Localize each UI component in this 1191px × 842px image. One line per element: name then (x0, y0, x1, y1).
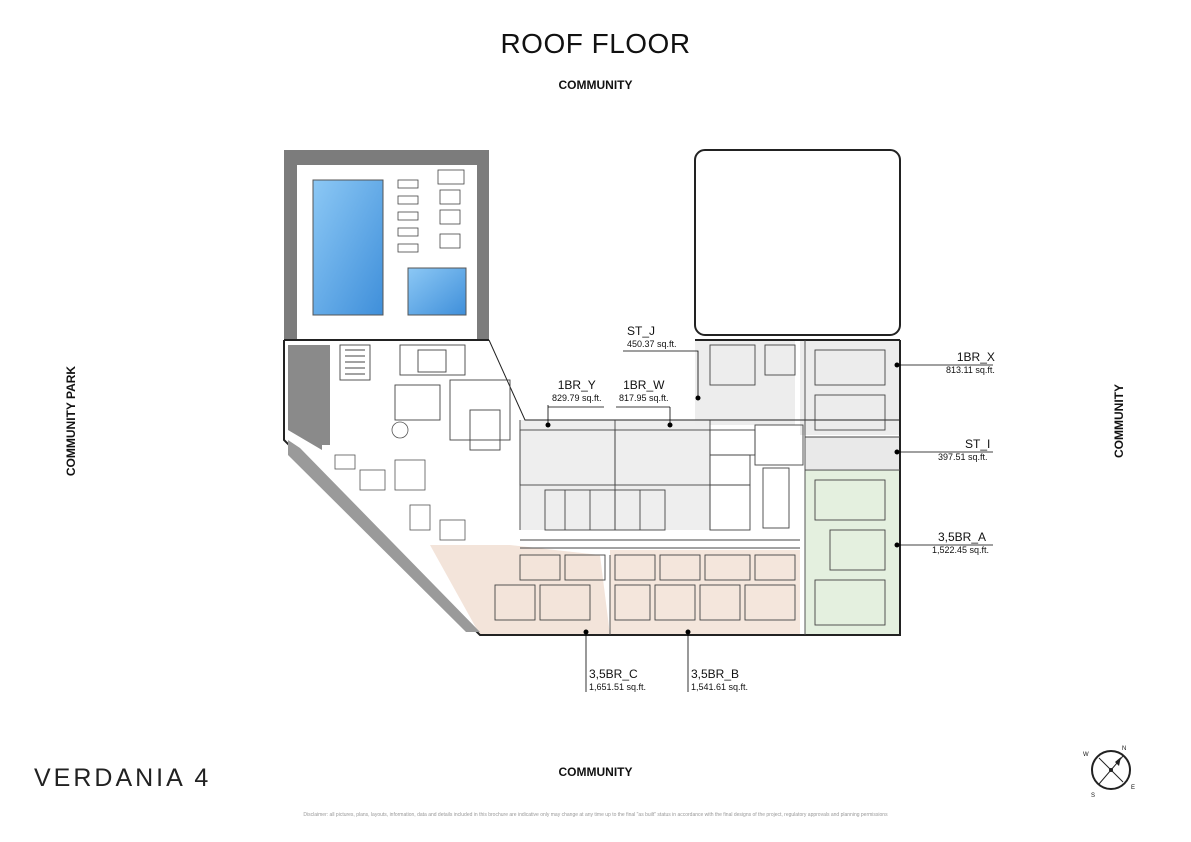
unit-area: 450.37 sq.ft. (627, 339, 677, 349)
interior-walls (339, 340, 900, 635)
unit-area: 1,651.51 sq.ft. (589, 682, 647, 692)
unit-area: 1,541.61 sq.ft. (691, 682, 749, 692)
unit-name: 1BR_W (623, 378, 665, 392)
unit-name: 1BR_X (956, 350, 995, 364)
swimming-pool (312, 179, 384, 316)
unit-name: 3,5BR_C (589, 667, 638, 681)
zone-3-5br-a (805, 470, 900, 635)
unit-area: 397.51 sq.ft. (938, 452, 988, 462)
unit-name: 1BR_Y (557, 378, 596, 392)
zone-1br-w (615, 420, 710, 530)
compass-north: N (1122, 746, 1127, 752)
open-terrace (694, 149, 901, 336)
zone-st-i (805, 437, 900, 469)
compass-labels: N E S W (1082, 745, 1142, 800)
pool-deck (284, 150, 489, 340)
compass-icon (1091, 750, 1131, 790)
zone-st-j (695, 340, 795, 425)
unit-area: 829.79 sq.ft. (552, 393, 602, 403)
left-planter (288, 345, 480, 632)
unit-area: 813.11 sq.ft. (946, 365, 995, 375)
brand-logo: VERDANIA 4 (34, 764, 212, 792)
unit-label-1br-x: 1BR_X 813.11 sq.ft. (946, 350, 995, 375)
compass-west: W (1083, 752, 1089, 758)
unit-area: 1,522.45 sq.ft. (932, 545, 990, 555)
unit-name: 3,5BR_B (691, 667, 740, 681)
unit-label-1br-y: 1BR_Y 829.79 sq.ft. (552, 378, 602, 403)
zone-1br-x (800, 340, 900, 435)
zone-3-5br-b (610, 550, 800, 635)
unit-name: 3,5BR_A (938, 530, 987, 544)
unit-label-1br-w: 1BR_W 817.95 sq.ft. (619, 378, 669, 403)
unit-name: ST_I (965, 437, 991, 451)
leader-dots (545, 362, 900, 635)
page-title: ROOF FLOOR (500, 28, 691, 59)
unit-area: 817.95 sq.ft. (619, 393, 669, 403)
kids-pool (407, 267, 467, 316)
orientation-top-label: COMMUNITY (558, 78, 633, 92)
unit-label-st-i: ST_I 397.51 sq.ft. (938, 437, 991, 462)
compass-east: E (1131, 785, 1136, 791)
unit-label-3-5br-a: 3,5BR_A 1,522.45 sq.ft. (932, 530, 989, 555)
sun-loungers (397, 169, 465, 253)
orientation-bottom-label: COMMUNITY (558, 765, 633, 779)
unit-zones (430, 340, 900, 635)
unit-label-3-5br-c: 3,5BR_C 1,651.51 sq.ft. (589, 667, 646, 692)
lobby-furniture (334, 421, 466, 541)
zone-1br-y (520, 420, 615, 530)
unit-name: ST_J (627, 324, 656, 338)
leader-lines (547, 350, 993, 692)
disclaimer-text: Disclaimer: all pictures, plans, layouts… (303, 812, 888, 818)
building-outline (283, 339, 901, 636)
unit-label-3-5br-b: 3,5BR_B 1,541.61 sq.ft. (691, 667, 748, 692)
compass-south: S (1091, 793, 1096, 799)
unit-label-st-j: ST_J 450.37 sq.ft. (627, 324, 677, 349)
